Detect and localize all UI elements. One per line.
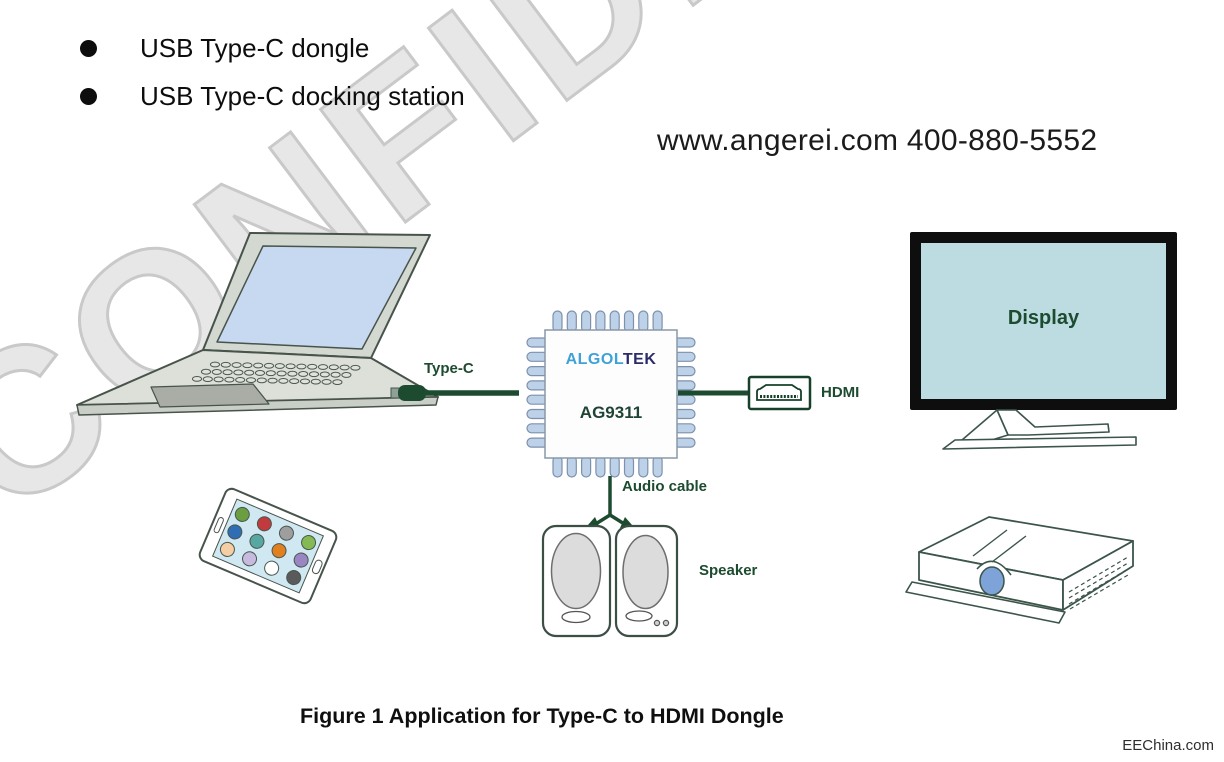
phone-app-icons — [219, 506, 317, 586]
hdmi-connector-icon — [678, 375, 812, 411]
logo-primary: ALGOL — [565, 351, 623, 368]
chip-pins — [526, 310, 696, 478]
bullet-dot — [80, 88, 97, 105]
chip-illustration — [526, 310, 696, 478]
figure-caption: Figure 1 Application for Type-C to HDMI … — [300, 704, 784, 728]
bullet-label: USB Type-C docking station — [140, 81, 465, 111]
audio-cable-label: Audio cable — [622, 478, 708, 495]
laptop-keyboard — [191, 361, 361, 386]
source-credit: EEChina.com — [1122, 737, 1214, 754]
bullet-item-dongle: USB Type-C dongle — [80, 33, 369, 64]
projector-illustration — [905, 516, 1134, 624]
phone-home-button — [311, 559, 323, 575]
phone-illustration — [198, 487, 338, 605]
phone-earpiece — [213, 517, 224, 534]
display-label: Display — [1007, 307, 1080, 329]
monitor-stand — [942, 409, 1137, 450]
algoltek-logo: ALGOLTEK — [545, 351, 677, 369]
hdmi-label: HDMI — [821, 384, 860, 401]
monitor-illustration — [910, 232, 1177, 450]
laptop-illustration — [76, 232, 439, 416]
logo-secondary: TEK — [622, 351, 657, 368]
bullet-item-docking: USB Type-C docking station — [80, 81, 465, 112]
projector-lens — [979, 566, 1005, 596]
speakers-illustration — [541, 524, 679, 638]
typec-label: Type-C — [424, 360, 474, 377]
bullet-dot — [80, 40, 97, 57]
speaker-label: Speaker — [699, 562, 758, 579]
laptop-touchpad — [150, 383, 270, 408]
bullet-label: USB Type-C dongle — [140, 33, 370, 63]
contact-line: www.angerei.com 400-880-5552 — [657, 124, 1098, 157]
chip-part-number: AG9311 — [579, 403, 643, 422]
typec-cable-icon — [390, 385, 519, 401]
